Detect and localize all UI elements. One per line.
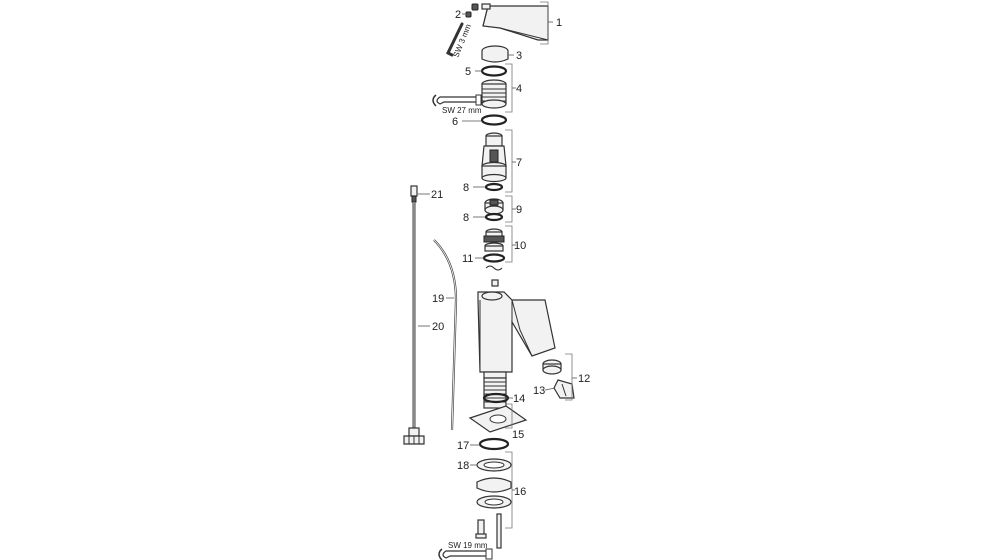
bracket-1 — [540, 1, 549, 45]
callout-21: 21 — [431, 189, 443, 201]
callout-15: 15 — [512, 429, 524, 441]
o-ring-6 — [480, 114, 508, 126]
mounting-nut — [476, 477, 512, 493]
clip-spring — [485, 265, 503, 271]
callout-13: 13 — [533, 385, 545, 397]
wrench-27-size-label: SW 27 mm — [442, 106, 482, 115]
callout-1: 1 — [556, 17, 562, 29]
callout-2: 2 — [455, 9, 461, 21]
o-ring-11 — [482, 253, 506, 263]
cartridge — [481, 132, 507, 183]
bracket-12 — [565, 353, 573, 401]
wrench-27-icon — [432, 94, 482, 107]
callout-14: 14 — [513, 393, 525, 405]
valve-body-10 — [483, 228, 505, 252]
callout-18: 18 — [457, 460, 469, 472]
callout-5: 5 — [465, 66, 471, 78]
callout-20: 20 — [432, 321, 444, 333]
aerator — [542, 359, 562, 375]
small-ring-8b — [484, 212, 504, 222]
wrench-19-icon — [438, 548, 493, 560]
insert-9 — [484, 198, 504, 215]
bracket-15 — [505, 403, 513, 429]
bracket-7 — [505, 129, 513, 193]
o-ring-17 — [478, 437, 510, 451]
callout-4: 4 — [516, 83, 522, 95]
wrench-19-size-label: SW 19 mm — [448, 541, 488, 550]
callout-8b: 8 — [463, 212, 469, 224]
mounting-plate — [476, 495, 512, 509]
small-ring-8a — [484, 182, 504, 192]
callout-3: 3 — [516, 50, 522, 62]
callout-16: 16 — [514, 486, 526, 498]
bracket-9 — [505, 195, 513, 223]
callout-12: 12 — [578, 373, 590, 385]
callout-7: 7 — [516, 157, 522, 169]
callout-19: 19 — [432, 293, 444, 305]
cover-cap — [481, 45, 509, 63]
callout-6: 6 — [452, 116, 458, 128]
grub-screw — [465, 3, 479, 18]
mixer-body — [477, 279, 556, 379]
callout-17: 17 — [457, 440, 469, 452]
callout-11: 11 — [462, 253, 473, 265]
callout-8a: 8 — [463, 182, 469, 194]
bracket-10 — [505, 225, 513, 263]
callout-10: 10 — [514, 240, 526, 252]
mounting-washer-18 — [476, 458, 512, 472]
handle-lever — [481, 3, 549, 41]
aerator-key — [553, 379, 575, 399]
threaded-nut — [481, 79, 507, 109]
flex-hose — [403, 185, 425, 445]
callout-9: 9 — [516, 204, 522, 216]
hex-key-icon — [446, 22, 464, 57]
mounting-bolt — [475, 513, 502, 549]
o-ring-5 — [480, 65, 508, 77]
